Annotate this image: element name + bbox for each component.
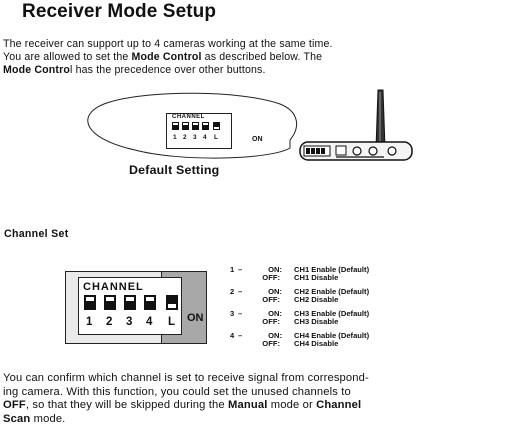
intro-line-1: The receiver can support up to 4 cameras… [3,38,333,50]
legend-off-desc: CH3 Disable [294,317,339,326]
legend-off-state: OFF: [262,317,280,326]
channel-set-heading: Channel Set [4,228,69,240]
intro-paragraph: The receiver can support up to 4 cameras… [3,38,333,78]
default-dip-switch [166,113,232,149]
closing-paragraph: You can confirm which channel is set to … [3,372,369,426]
closing-emphasis: OFF [3,399,26,412]
legend-on-state: ON: [268,309,282,318]
default-switch-label: 2 [183,134,187,141]
legend-off-state: OFF: [262,339,280,348]
channel-switch-label: 1 [86,316,93,328]
closing-line-3: OFF, so that they will be skipped during… [3,399,369,413]
legend-dash: – [238,331,243,340]
legend-on-desc: CH4 Enable (Default) [294,331,370,340]
closing-line-2: ing camera. With this function, you coul… [3,385,351,398]
channel-legend: 1–ON:CH1 Enable (Default) OFF:CH1 Disabl… [230,266,430,354]
legend-number: 4 [230,331,235,340]
closing-text: mode. [30,412,66,425]
callout-bubble [87,92,298,159]
legend-off-desc: CH2 Disable [294,295,339,304]
legend-on-state: ON: [268,287,282,296]
legend-on-state: ON: [268,331,282,340]
channel-switch-2 [104,295,116,310]
legend-dash: – [238,265,243,274]
closing-line-1: You can confirm which channel is set to … [3,372,369,384]
legend-on-desc: CH2 Enable (Default) [294,287,370,296]
legend-item: 4– ON: CH4 Enable (Default) OFF: CH4 Disabl… [230,332,430,348]
intro-emphasis: Mode Contro [3,64,70,77]
legend-number: 1 [230,265,235,274]
channel-switch-3 [124,295,136,310]
legend-off-state: OFF: [262,273,280,282]
default-switch-label: L [214,134,218,141]
legend-item: 2– ON: CH2 Enable (Default) OFF: CH2 Disabl… [230,288,430,304]
closing-emphasis: Channel [316,399,362,412]
legend-dash: – [238,309,243,318]
default-switch-3 [192,122,199,130]
channel-switch-label: 2 [106,316,113,328]
legend-number: 2 [230,287,235,296]
legend-off-desc: CH1 Disable [294,273,339,282]
channel-switch-l [166,295,178,310]
closing-emphasis: Scan [3,412,31,425]
page-title: Receiver Mode Setup [22,1,217,22]
default-switch-1 [172,122,179,130]
intro-line-3: Mode Control has the precedence over oth… [3,64,333,77]
legend-on-state: ON: [268,265,282,274]
channel-switch-4 [144,295,156,310]
legend-on-desc: CH3 Enable (Default) [294,309,370,318]
closing-text: mode or [267,399,317,412]
legend-number: 3 [230,309,235,318]
intro-text: You are allowed to set the [3,51,132,64]
legend-item: 1– ON: CH1 Enable (Default) OFF: CH1 Disabl… [230,266,430,282]
legend-off-desc: CH4 Disable [294,339,339,348]
default-switch-4 [202,122,209,130]
default-channel-label: CHANNEL [172,114,205,120]
closing-text: , so that they will be skipped during th… [25,399,229,412]
legend-off-state: OFF: [262,295,280,304]
default-switch-2 [182,122,189,130]
legend-dash: – [238,287,243,296]
intro-emphasis: Mode Control [131,51,202,64]
channel-switch-label: L [168,316,176,328]
default-switch-l [213,122,220,130]
default-switch-label: 1 [173,134,177,141]
intro-text: l has the precedence over other buttons. [69,64,266,77]
legend-item: 3– ON: CH3 Enable (Default) OFF: CH3 Disabl… [230,310,430,326]
intro-line-2: You are allowed to set the Mode Control … [3,51,333,64]
default-switch-label: 3 [193,134,197,141]
channel-on-label: ON [187,312,204,324]
intro-text: as described below. The [201,51,323,64]
legend-on-desc: CH1 Enable (Default) [294,265,370,274]
default-setting-caption: Default Setting [129,163,220,177]
channel-switch-label: 3 [126,316,133,328]
channel-switch-label: 4 [146,316,153,328]
default-switch-label: 4 [203,134,207,141]
closing-line-4: Scan mode. [3,413,369,427]
default-on-label: ON [252,136,263,143]
channel-label: CHANNEL [83,281,144,293]
channel-switch-1 [84,295,96,310]
closing-emphasis: Manual [228,399,268,412]
